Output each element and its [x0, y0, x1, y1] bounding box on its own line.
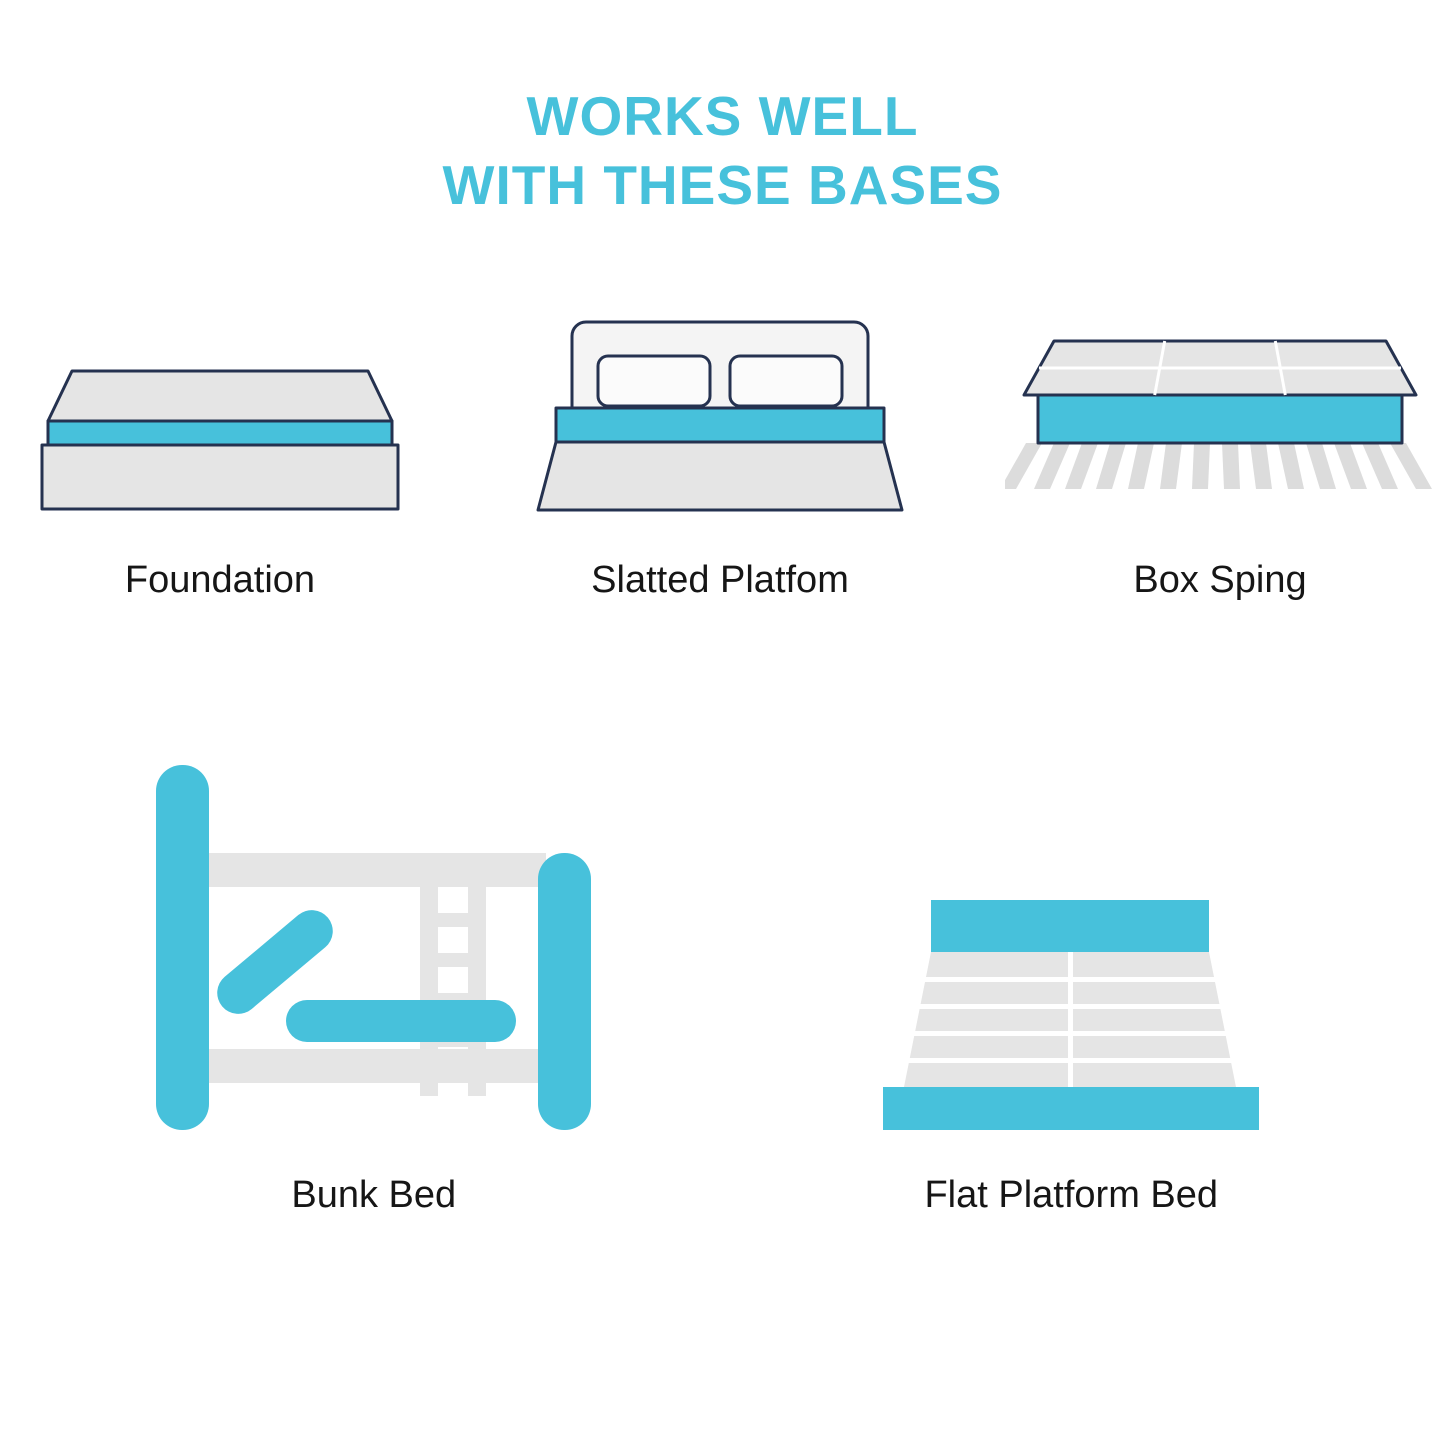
bases-row-bottom: Bunk Bed Flat Platform Bed: [0, 760, 1445, 1217]
base-card-bunk-bed: Bunk Bed: [64, 760, 684, 1217]
base-card-flat-platform-bed: Flat Platform Bed: [761, 760, 1381, 1217]
bunk-bed-icon: [156, 764, 592, 1130]
base-label: Flat Platform Bed: [924, 1173, 1219, 1216]
foundation-icon: [40, 369, 400, 510]
base-card-box-spring: Box Sping: [1005, 315, 1435, 602]
base-label: Foundation: [124, 558, 316, 601]
base-card-slatted-platform: Slatted Platfom: [505, 315, 935, 602]
page-title-line2: WITH THESE BASES: [442, 153, 1003, 216]
flat-platform-bed-icon: [883, 899, 1260, 1130]
base-label: Slatted Platfom: [591, 558, 849, 601]
page-title-line1: WORKS WELL: [526, 85, 919, 147]
base-label: Box Sping: [1133, 558, 1307, 601]
base-label: Bunk Bed: [291, 1173, 457, 1216]
slatted-platform-icon: [536, 320, 904, 511]
base-card-foundation: Foundation: [5, 315, 435, 602]
box-spring-icon: [1005, 339, 1432, 489]
bases-row-top: Foundation Slatted Platfom: [0, 315, 1445, 602]
page-title: WORKS WELL WITH THESE BASES: [0, 0, 1445, 220]
